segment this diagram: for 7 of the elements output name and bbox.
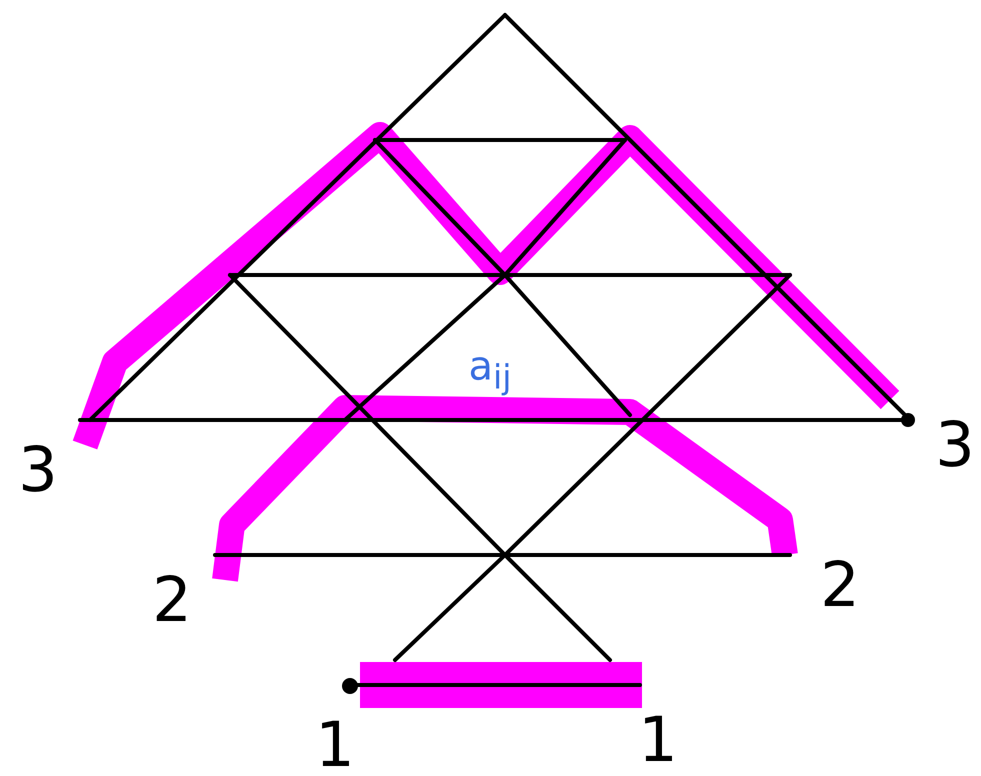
matrix-entry-label: a$_{ij}$ (468, 346, 512, 394)
row-number: 3 (18, 439, 58, 501)
row-number: 2 (152, 569, 192, 631)
row-number: 1 (638, 709, 678, 771)
row-number: 1 (315, 714, 355, 776)
row-number: 3 (935, 414, 975, 476)
row-number: 2 (820, 554, 860, 616)
